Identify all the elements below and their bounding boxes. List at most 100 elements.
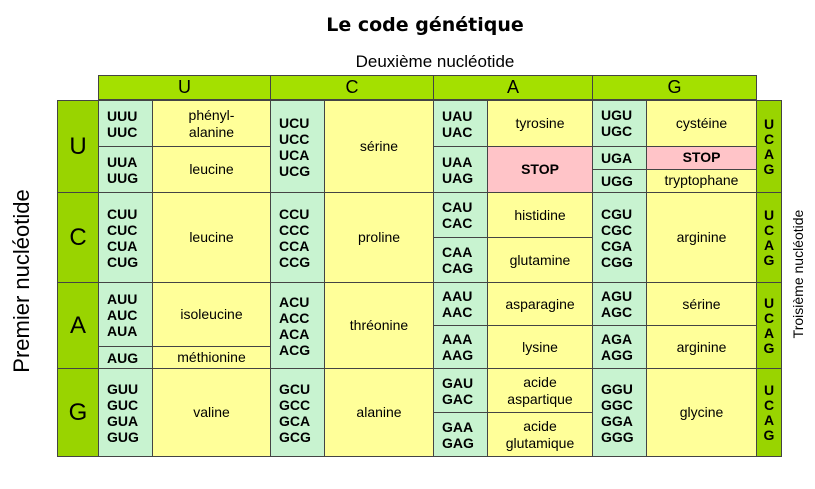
codon: UGA: [601, 149, 633, 166]
amino-acid-label: phényl- alanine: [153, 101, 270, 146]
codon: UGG: [601, 172, 633, 189]
codon: UUA: [107, 153, 138, 170]
codon: CGC: [601, 221, 633, 238]
first-nucleotide-label: Premier nucléotide: [9, 189, 34, 373]
codon: UAU: [442, 107, 473, 124]
amino-acid-label: sérine: [647, 283, 756, 325]
codon: GAA: [442, 418, 474, 435]
codon: AAU: [442, 288, 473, 304]
codon: UGU: [601, 107, 633, 124]
codon: UCU: [279, 114, 310, 131]
stop-codon-label: STOP: [647, 146, 756, 169]
first-base-header-C: C: [57, 192, 99, 283]
amino-acid-label: isoleucine: [153, 283, 270, 346]
third-base-C: C: [763, 130, 775, 147]
amino-acid-label: tryptophane: [647, 169, 756, 192]
codon: AGU: [601, 288, 633, 304]
codon: AUU: [107, 290, 138, 307]
codon: CGG: [601, 253, 633, 270]
codon-list: AUG: [99, 347, 153, 368]
codon: CUA: [107, 237, 138, 254]
codon: GAU: [442, 374, 474, 391]
third-base-C: C: [763, 221, 775, 238]
codon: AUA: [107, 322, 138, 339]
amino-acid-label: tyrosine: [488, 101, 592, 146]
codon: CGA: [601, 237, 633, 254]
codon: AAA: [442, 331, 473, 347]
amino-acid-label: thréonine: [325, 283, 433, 368]
amino-acid-label: cystéine: [647, 101, 756, 146]
third-base-A: A: [763, 324, 775, 341]
codon: UUC: [107, 123, 138, 140]
amino-acid-label: acide aspartique: [488, 369, 592, 412]
amino-acid-label: sérine: [325, 101, 433, 192]
codon: UCC: [279, 130, 310, 147]
third-base-C: C: [763, 396, 775, 413]
codon: CUC: [107, 221, 138, 238]
codon-list: UGA: [593, 146, 647, 169]
amino-acid-label: leucine: [153, 147, 270, 192]
first-base-header-U: U: [57, 100, 99, 193]
third-base-G: G: [763, 160, 775, 177]
codon: ACU: [279, 293, 310, 310]
amino-acid-label: méthionine: [153, 347, 270, 368]
codon: UCG: [279, 162, 311, 179]
codon: ACA: [279, 325, 310, 342]
codon: GCC: [279, 396, 311, 413]
amino-acid-label: valine: [153, 369, 270, 456]
codon: UUG: [107, 169, 139, 186]
codon: GGC: [601, 396, 633, 413]
codon: GGG: [601, 428, 634, 445]
amino-acid-label: glutamine: [488, 238, 592, 282]
third-base-U: U: [763, 381, 775, 398]
codon-group: UGG tryptophane: [593, 168, 756, 192]
codon: GUU: [107, 380, 139, 397]
codon: CAA: [442, 244, 473, 260]
codon: ACG: [279, 341, 311, 358]
amino-acid-label: glycine: [647, 369, 756, 456]
codon: GCA: [279, 412, 311, 429]
codon-list: UGG: [593, 169, 647, 192]
amino-acid-label: acide glutamique: [488, 413, 592, 456]
third-base-A: A: [763, 145, 775, 162]
codon: CAG: [442, 260, 474, 276]
codon: GAG: [442, 434, 474, 451]
codon: UAC: [442, 123, 473, 140]
codon: AAG: [442, 347, 474, 363]
codon: CCC: [279, 221, 310, 238]
amino-acid-label: proline: [325, 193, 433, 282]
codon: CUG: [107, 253, 139, 270]
codon: UAA: [442, 153, 473, 170]
second-base-header-C: C: [270, 75, 434, 100]
amino-acid-label: histidine: [488, 193, 592, 237]
codon-group: UGA STOP: [593, 145, 756, 169]
